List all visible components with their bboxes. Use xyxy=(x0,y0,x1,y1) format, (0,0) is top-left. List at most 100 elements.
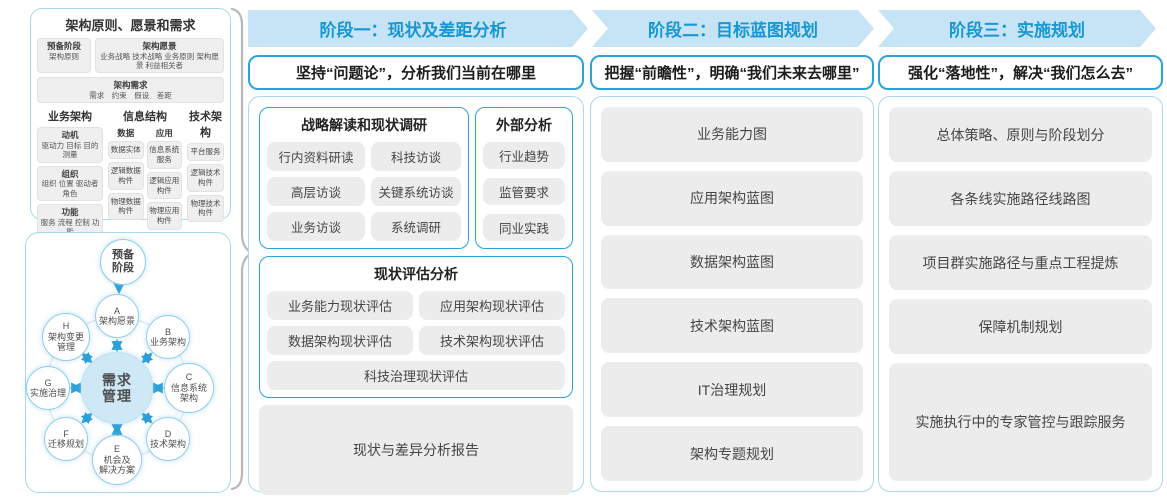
physical-tech-box: 物理技术 构件 xyxy=(187,194,224,223)
adm-cycle-panel: 预备 阶段 需求 管理 A 架构愿景 B 业务架构 C 信息系统 架构 D 技术… xyxy=(25,232,231,493)
vision-box: 架构愿景 业务战略 技术战略 业务原则 架构愿景 利益相关者 xyxy=(95,38,224,74)
motivation-title: 动机 xyxy=(61,130,79,141)
assessment-group: 现状评估分析 业务能力现状评估 应用架构现状评估 数据架构现状评估 技术架构现状… xyxy=(259,256,573,398)
data-subcolumn: 数据 数据实体 逻辑数据 构件 物理数据 构件 xyxy=(108,127,144,230)
logical-data-box: 逻辑数据 构件 xyxy=(108,162,144,190)
research-item: 关键系统访谈 xyxy=(371,177,461,206)
assessment-group-title: 现状评估分析 xyxy=(374,266,458,282)
node-h-architecture-change-management: H 架构变更 管理 xyxy=(42,313,90,361)
assessment-item: 应用架构现状评估 xyxy=(419,291,565,320)
phase1-slogan-text: 坚持“问题论”，分析我们当前在哪里 xyxy=(295,65,536,82)
application-subtitle: 应用 xyxy=(155,128,173,139)
node-f-label: F 迁移规划 xyxy=(47,428,84,449)
assessment-item: 科技治理现状评估 xyxy=(267,361,565,390)
phase2-slogan-text: 把握“前瞻性”，明确“我们未来去哪里” xyxy=(604,65,860,82)
center-f-arrow xyxy=(80,411,94,425)
information-structure-title: 信息结构 xyxy=(123,111,167,124)
phase3-content-panel: 总体策略、原则与阶段划分 各条线实施路径线路图 项目群实施路径与重点工程提炼 保… xyxy=(878,96,1163,492)
node-d-label: D 技术架构 xyxy=(149,428,186,449)
function-sub: 服务 流程 控制 功能 xyxy=(40,217,100,236)
vision-title: 架构愿景 xyxy=(142,41,177,51)
node-a-label: A 架构愿景 xyxy=(98,305,135,326)
center-b-arrow xyxy=(140,351,154,365)
phase2-slogan: 把握“前瞻性”，明确“我们未来去哪里” xyxy=(590,55,874,90)
phase2-item: 应用架构蓝图 xyxy=(601,170,863,226)
node-a-architecture-vision: A 架构愿景 xyxy=(95,294,139,338)
node-h-label: H 架构变更 管理 xyxy=(47,321,84,353)
vision-sub: 业务战略 技术战略 业务原则 架构愿景 利益相关者 xyxy=(100,51,219,70)
function-title: 功能 xyxy=(61,207,79,218)
assessment-item: 技术架构现状评估 xyxy=(419,326,565,355)
phase3-slogan-text: 强化“落地性”，解决“我们怎么去” xyxy=(907,65,1133,82)
requirements-box: 架构需求 需求 约束 假设 差距 xyxy=(37,77,224,104)
phase2-item: 技术架构蓝图 xyxy=(601,298,863,354)
external-item: 行业趋势 xyxy=(483,142,565,169)
phase1-banner-title: 阶段一：现状及差距分析 xyxy=(319,21,507,40)
phase3-slogan: 强化“落地性”，解决“我们怎么去” xyxy=(878,55,1163,90)
assessment-item: 业务能力现状评估 xyxy=(267,291,413,320)
research-item: 行内资料研读 xyxy=(267,142,365,171)
research-item: 业务访谈 xyxy=(267,212,365,241)
motivation-sub: 驱动力 目标 目的 测量 xyxy=(41,141,99,160)
node-g-implementation-governance: G 实施治理 xyxy=(26,366,70,410)
phase2-item: IT治理规划 xyxy=(601,362,863,418)
external-item: 监管要求 xyxy=(483,178,565,205)
application-subcolumn: 应用 信息系统 服务 逻辑应用 构件 物理应用 构件 xyxy=(146,127,182,230)
physical-app-box: 物理应用 构件 xyxy=(146,202,182,230)
data-entity-box: 数据实体 xyxy=(108,141,144,160)
external-analysis-group: 外部分析 行业趋势 监管要求 同业实践 xyxy=(475,107,573,249)
principles-panel: 架构原则、愿景和需求 预备阶段 架构原则 架构愿景 业务战略 技术战略 业务原则… xyxy=(30,8,231,280)
phase3-item: 项目群实施路径与重点工程提炼 xyxy=(889,235,1152,290)
info-system-service-box: 信息系统 服务 xyxy=(146,141,182,169)
node-b-label: B 业务架构 xyxy=(149,326,186,347)
phase2-banner-title: 阶段二：目标蓝图规划 xyxy=(648,21,818,40)
research-item: 科技访谈 xyxy=(371,142,461,171)
research-item: 系统调研 xyxy=(371,212,461,241)
center-d-arrow xyxy=(140,411,154,425)
platform-service-box: 平台服务 xyxy=(187,143,224,162)
requirements-management-label: 需求 管理 xyxy=(102,371,132,404)
node-f-migration-planning: F 迁移规划 xyxy=(44,417,88,461)
prep-phase-sub: 架构原则 xyxy=(49,51,79,61)
research-group: 战略解读和现状调研 行内资料研读 科技访谈 高层访谈 关键系统访谈 业务访谈 系… xyxy=(259,107,469,249)
physical-data-box: 物理数据 构件 xyxy=(108,192,144,221)
node-c-label: C 信息系统 架构 xyxy=(170,372,207,404)
prep-phase-box: 预备阶段 架构原则 xyxy=(37,38,91,74)
phase1-slogan: 坚持“问题论”，分析我们当前在哪里 xyxy=(248,55,584,90)
prep-phase-circle: 预备 阶段 xyxy=(100,239,146,285)
phase1-content-panel: 战略解读和现状调研 行内资料研读 科技访谈 高层访谈 关键系统访谈 业务访谈 系… xyxy=(248,96,584,495)
organization-sub: 组织 位置 驱动者 角色 xyxy=(41,179,99,198)
external-item: 同业实践 xyxy=(483,214,565,241)
prep-phase-title: 预备阶段 xyxy=(46,41,81,51)
technology-architecture-title: 技术架构 xyxy=(189,111,222,140)
phase3-banner-title: 阶段三：实施规划 xyxy=(949,21,1085,40)
assessment-item: 数据架构现状评估 xyxy=(267,326,413,355)
phase2-item: 数据架构蓝图 xyxy=(601,234,863,290)
logical-app-box: 逻辑应用 构件 xyxy=(146,171,182,200)
node-e-label: E 机会及 解决方案 xyxy=(98,444,135,476)
research-group-title: 战略解读和现状调研 xyxy=(301,117,427,133)
phase2-item: 架构专题规划 xyxy=(601,426,863,481)
phase3-banner: 阶段三：实施规划 xyxy=(878,10,1156,47)
research-item: 高层访谈 xyxy=(267,177,365,206)
motivation-box: 动机 驱动力 目标 目的 测量 xyxy=(37,127,103,163)
requirements-management-circle: 需求 管理 xyxy=(81,352,153,424)
gap-analysis-report-box: 现状与差异分析报告 xyxy=(259,405,573,495)
requirements-title: 架构需求 xyxy=(113,80,148,91)
center-h-arrow xyxy=(80,351,94,365)
phase3-tall-item: 实施执行中的专家管控与跟踪服务 xyxy=(889,363,1152,481)
node-d-technology-architecture: D 技术架构 xyxy=(146,417,190,461)
information-structure-column: 信息结构 数据 数据实体 逻辑数据 构件 物理数据 构件 应用 信息系统 服务 xyxy=(108,108,182,239)
technology-architecture-column: 技术架构 平台服务 逻辑技术 构件 物理技术 构件 xyxy=(187,108,224,239)
principles-title: 架构原则、愿景和需求 xyxy=(65,18,196,33)
phase3-item: 各条线实施路径线路图 xyxy=(889,171,1152,226)
requirements-sub: 需求 约束 假设 差距 xyxy=(89,91,172,100)
phase2-banner: 阶段二：目标蓝图规划 xyxy=(592,10,874,47)
phase3-item: 保障机制规划 xyxy=(889,299,1152,354)
organization-title: 组织 xyxy=(61,168,79,179)
phase1-banner: 阶段一：现状及差距分析 xyxy=(248,10,588,47)
logical-tech-box: 逻辑技术 构件 xyxy=(187,164,224,192)
data-subtitle: 数据 xyxy=(117,128,135,139)
business-architecture-column: 业务架构 动机 驱动力 目标 目的 测量 组织 组织 位置 驱动者 角色 功能 … xyxy=(37,108,103,240)
